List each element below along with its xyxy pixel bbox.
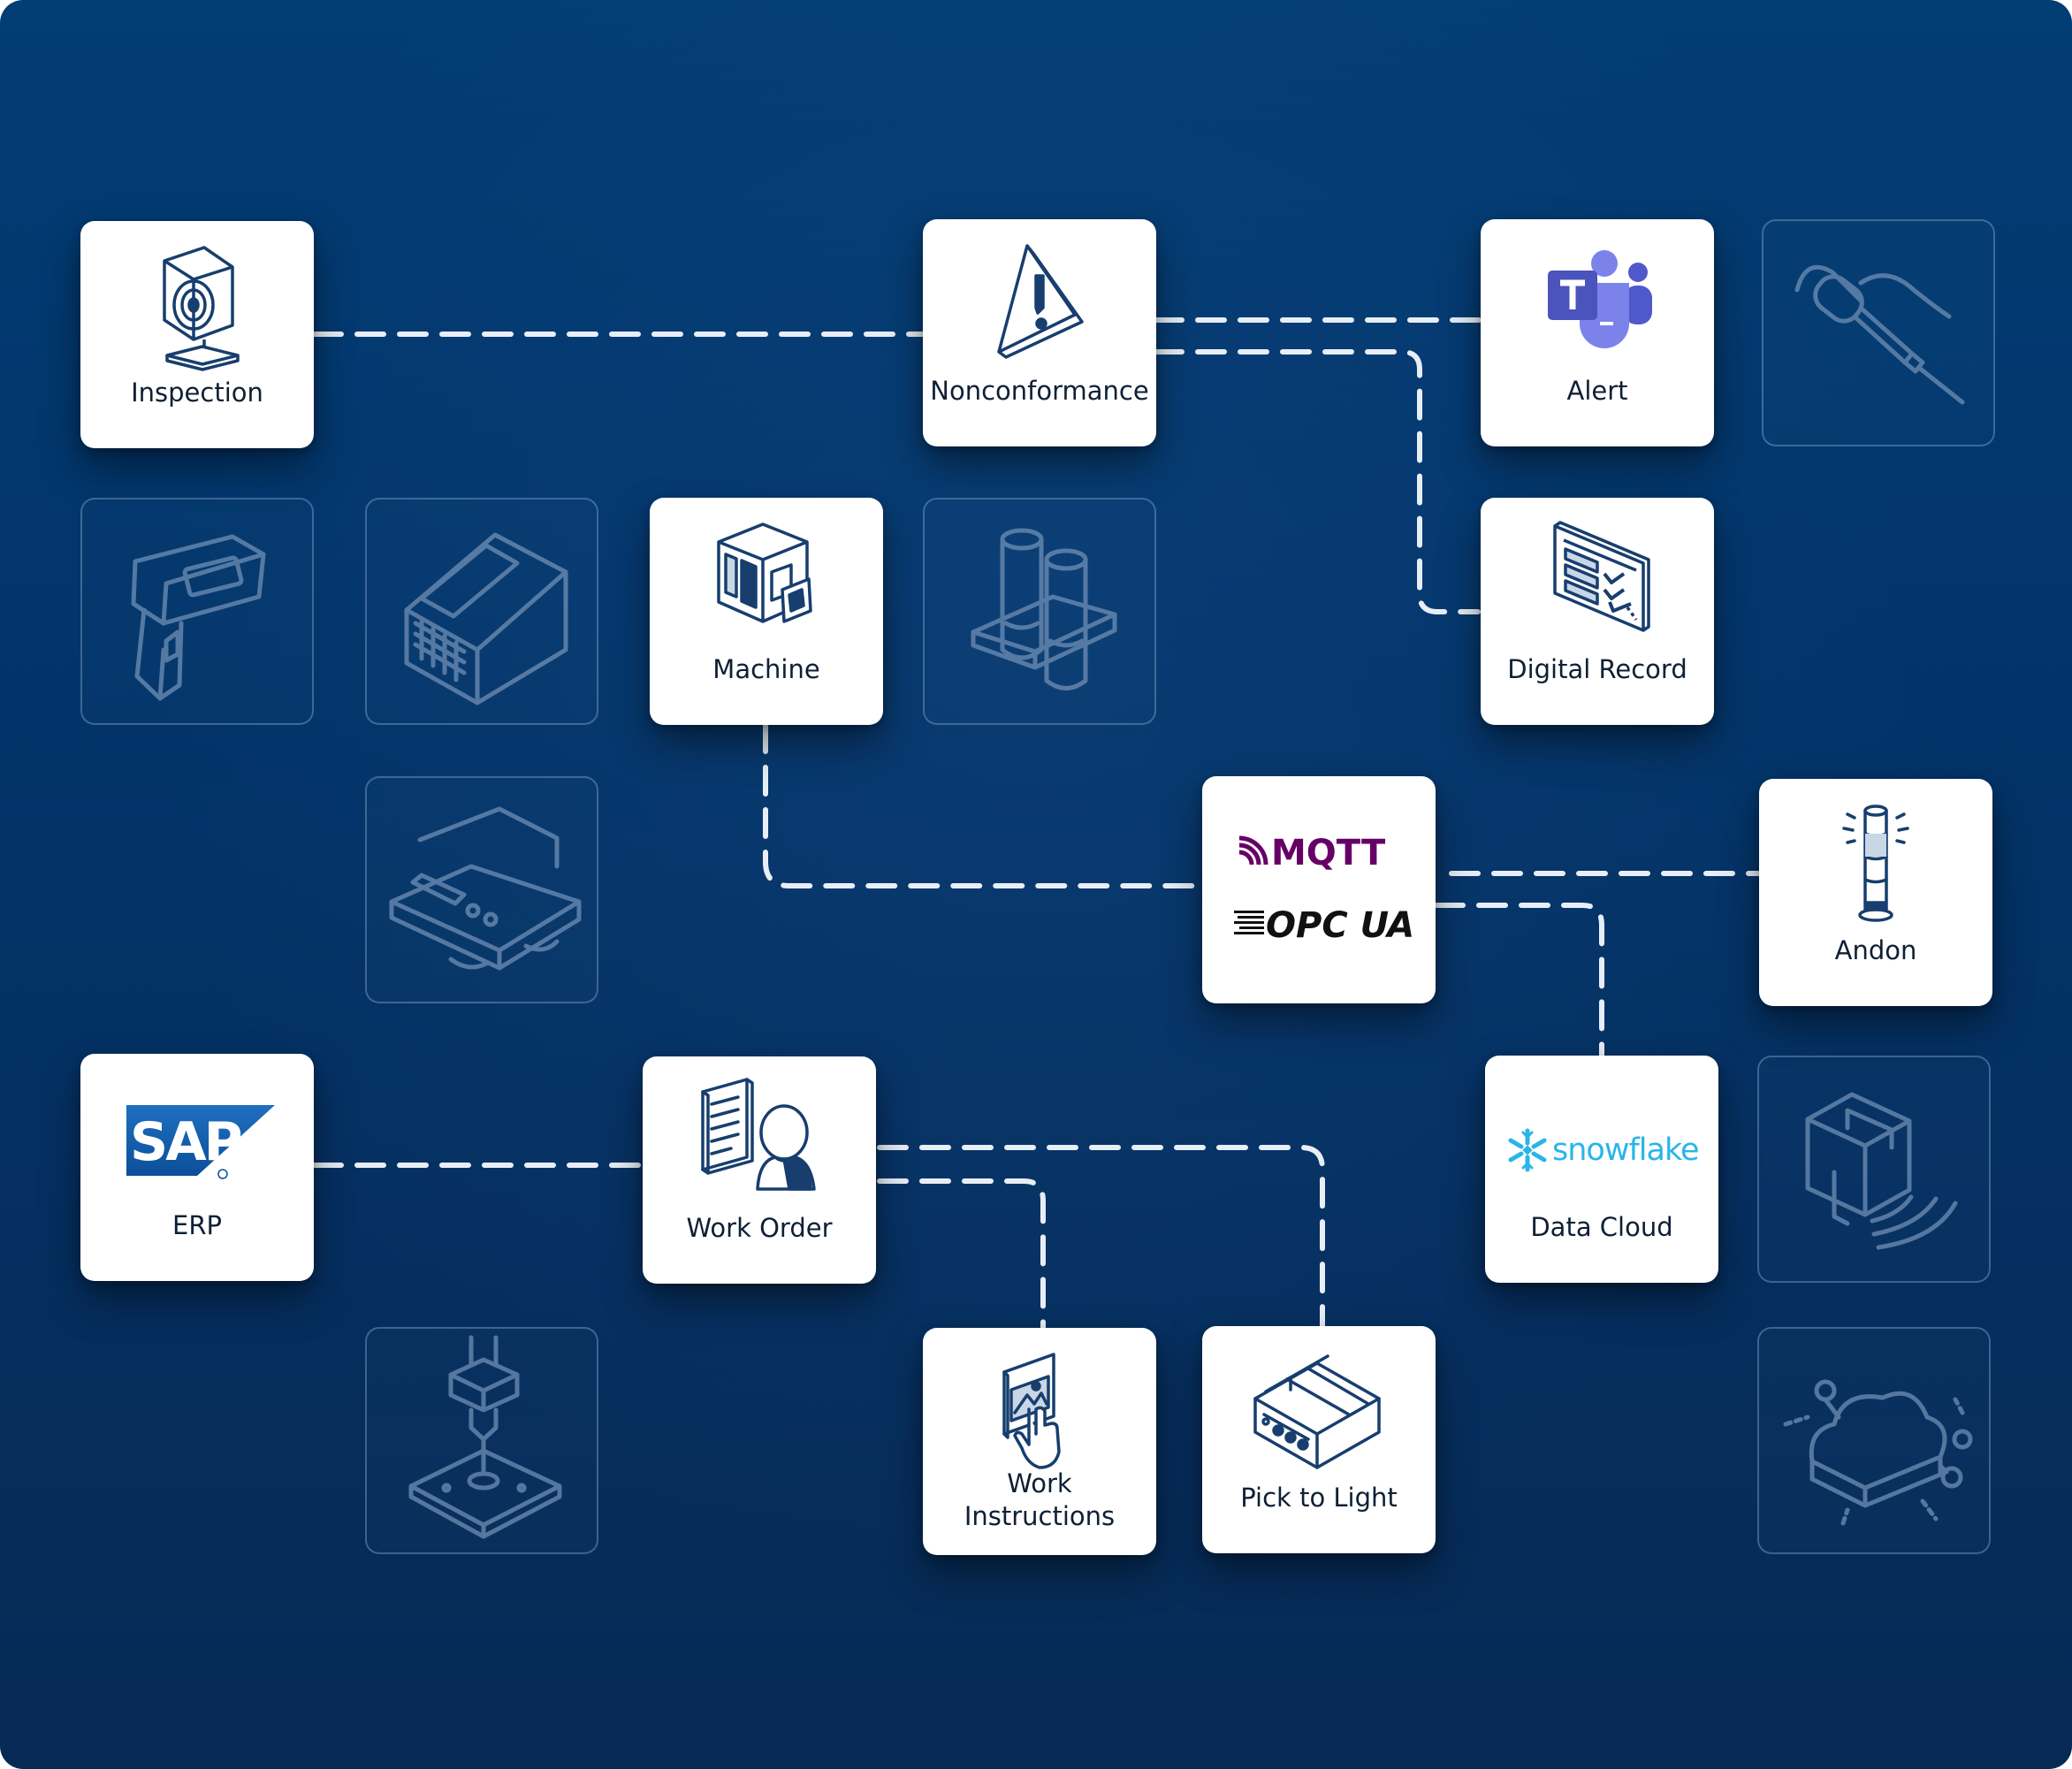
pick-bins-icon (1253, 1354, 1381, 1469)
node-label: Pick to Light (1240, 1483, 1398, 1513)
node-label: Data Cloud (1530, 1212, 1673, 1242)
cnc-drill-icon (408, 1335, 562, 1539)
sap-logo: SAP (126, 1105, 275, 1179)
node-protocols[interactable]: MQTT OPC UA (1202, 776, 1436, 1003)
node-inspection[interactable]: Inspection (80, 221, 314, 448)
node-digital-record[interactable]: Digital Record (1481, 498, 1714, 725)
node-pick-to-light[interactable]: Pick to Light (1202, 1326, 1436, 1553)
node-label: Alert (1566, 376, 1628, 406)
node-label: Work Order (686, 1213, 833, 1243)
camera-icon (163, 246, 240, 371)
snowflake-text: snowflake (1552, 1132, 1699, 1168)
ghost-tile-rfid-reader (1757, 1056, 1991, 1283)
node-label: Work Instructions (964, 1468, 1116, 1531)
node-label: Inspection (131, 377, 263, 408)
connector-work-order-work-instructions (877, 1178, 1046, 1331)
rfid-reader-icon (1805, 1092, 1958, 1250)
ghost-tile-scale (365, 776, 598, 1003)
sap-text: SAP (130, 1111, 241, 1173)
cloud-network-icon (1783, 1379, 1973, 1526)
node-label: ERP (172, 1210, 222, 1240)
snowflake-icon (1508, 1128, 1547, 1172)
opcua-pattern-icon (1234, 911, 1264, 934)
label-printer-icon (404, 532, 568, 705)
node-label: Nonconformance (930, 376, 1149, 406)
node-label: Machine (712, 654, 820, 684)
node-erp[interactable]: SAP ERP (80, 1054, 314, 1281)
node-work-instructions[interactable]: Work Instructions (923, 1328, 1156, 1555)
connector-protocols-data-cloud (1434, 903, 1604, 1058)
ghost-tile-soldering-iron (1762, 219, 1995, 446)
node-label: Andon (1834, 935, 1917, 965)
snowflake-logo: snowflake (1508, 1128, 1700, 1172)
test-tube-rack-icon (971, 528, 1117, 690)
mqtt-opcua-logo: MQTT OPC UA (1234, 833, 1414, 946)
ghost-tile-barcode-scanner (80, 498, 314, 725)
mqtt-text: MQTT (1271, 833, 1386, 873)
connector-work-order-pick-to-light (877, 1145, 1325, 1329)
opcua-text: OPC UA (1266, 905, 1414, 946)
node-label: Digital Record (1507, 654, 1687, 684)
ghost-tile-cnc-drill (365, 1327, 598, 1554)
node-alert[interactable]: Alert (1481, 219, 1714, 446)
connector-machine-protocols (763, 722, 1205, 888)
node-data-cloud[interactable]: snowflake Data Cloud (1485, 1056, 1718, 1283)
warning-icon (997, 244, 1084, 359)
teams-icon (1548, 250, 1652, 348)
touch-screen-icon (1002, 1353, 1061, 1469)
ghost-tile-cloud-network (1757, 1327, 1991, 1554)
machine-icon (717, 522, 812, 623)
connector-nonconformance-digital-record (1153, 349, 1481, 614)
work-order-icon (701, 1078, 816, 1191)
mqtt-signal-icon (1238, 835, 1268, 865)
scale-icon (389, 806, 582, 971)
soldering-iron-icon (1794, 264, 1965, 405)
node-machine[interactable]: Machine (650, 498, 883, 725)
ghost-tile-test-tube-rack (923, 498, 1156, 725)
andon-light-icon (1842, 804, 1909, 922)
barcode-scanner-icon (131, 534, 266, 701)
checklist-icon (1553, 521, 1650, 632)
node-nonconformance[interactable]: Nonconformance (923, 219, 1156, 446)
node-andon[interactable]: Andon (1759, 779, 1992, 1006)
node-work-order[interactable]: Work Order (643, 1056, 876, 1284)
ghost-tile-label-printer (365, 498, 598, 725)
